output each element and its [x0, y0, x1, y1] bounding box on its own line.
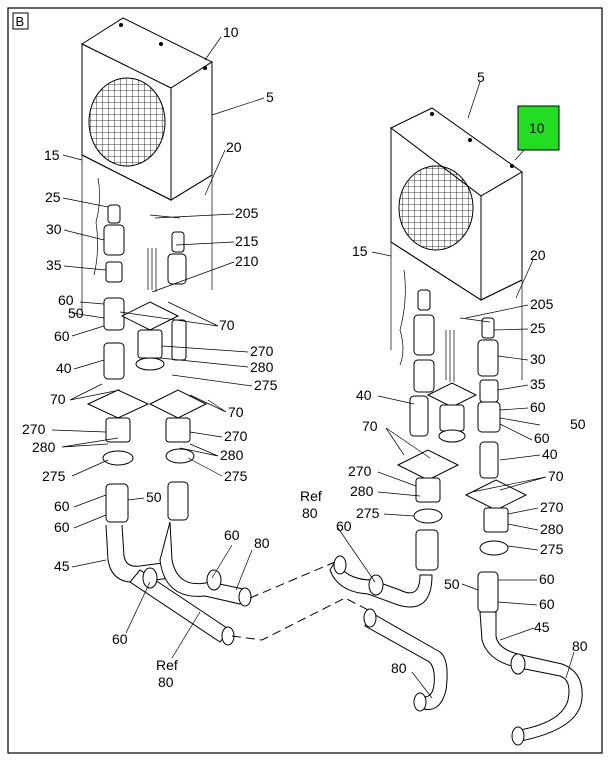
left-callout-280-c: 280 — [220, 447, 244, 463]
right-callout-80-a: 80 — [391, 660, 407, 676]
right-callout-60-d: 60 — [539, 571, 555, 587]
left-callout-280-b: 280 — [32, 439, 56, 455]
left-callout-70-c: 70 — [228, 404, 244, 420]
left-callout-20: 20 — [226, 139, 242, 155]
right-callout-10: 10 — [529, 120, 545, 136]
left-callout-ref: Ref — [156, 657, 178, 673]
highlight-box — [517, 105, 560, 151]
right-callout-30: 30 — [530, 351, 546, 367]
left-callout-60-d: 60 — [54, 519, 70, 535]
frame-tag: B — [12, 12, 29, 30]
right-callout-45: 45 — [534, 619, 550, 635]
right-callout-70-b: 70 — [548, 468, 564, 484]
right-callout-275-b: 275 — [540, 541, 564, 557]
left-callout-25: 25 — [45, 189, 61, 205]
right-callout-5: 5 — [477, 69, 485, 85]
left-callout-30: 30 — [46, 221, 62, 237]
left-fittings-column-a — [86, 204, 150, 523]
right-callout-20: 20 — [530, 247, 546, 263]
left-callout-205: 205 — [235, 205, 259, 221]
left-callout-60-b: 60 — [54, 328, 70, 344]
left-assembly: 10 5 15 20 25 30 205 215 35 210 60 50 60… — [22, 17, 373, 690]
right-callout-50-b: 50 — [444, 576, 460, 592]
right-callout-205: 205 — [530, 296, 554, 312]
left-callout-45: 45 — [54, 558, 70, 574]
right-callout-25: 25 — [530, 320, 546, 336]
right-callout-60-a: 60 — [530, 399, 546, 415]
left-callout-270-a: 270 — [250, 343, 274, 359]
left-leaders — [51, 36, 265, 659]
right-callout-280-a: 280 — [350, 483, 374, 499]
right-assembly: 5 10 15 20 205 25 30 40 35 60 70 60 50 4… — [300, 69, 588, 746]
left-callout-70-a: 70 — [219, 317, 235, 333]
left-callout-270-c: 270 — [224, 428, 248, 444]
right-callout-40-b: 40 — [542, 446, 558, 462]
right-fan-housing — [390, 107, 523, 380]
left-wiring — [147, 214, 181, 292]
left-hoses — [105, 521, 252, 646]
right-fittings-column-a — [396, 289, 478, 571]
left-callout-60-c: 60 — [54, 498, 70, 514]
left-callout-210: 210 — [235, 253, 259, 269]
left-callout-5: 5 — [266, 89, 274, 105]
left-callout-35: 35 — [46, 257, 62, 273]
left-callout-215: 215 — [235, 233, 259, 249]
right-callout-80-ref: 80 — [302, 505, 318, 521]
left-callout-50-a: 50 — [68, 305, 84, 321]
right-callouts: 5 10 15 20 205 25 30 40 35 60 70 60 50 4… — [300, 69, 588, 676]
left-callout-275-b: 275 — [42, 468, 66, 484]
right-callout-270-a: 270 — [348, 463, 372, 479]
right-callout-60-c: 60 — [336, 518, 352, 534]
right-callout-275-a: 275 — [356, 505, 380, 521]
left-callout-275-a: 275 — [254, 377, 278, 393]
left-callout-15: 15 — [44, 147, 60, 163]
left-callout-70-b: 70 — [50, 391, 66, 407]
left-connector-dash-1 — [249, 561, 336, 599]
right-callout-280-b: 280 — [540, 521, 564, 537]
left-callout-60-a: 60 — [58, 292, 74, 308]
left-fan-housing — [80, 17, 214, 310]
right-callout-60-e: 60 — [539, 596, 555, 612]
left-callouts: 10 5 15 20 25 30 205 215 35 210 60 50 60… — [22, 24, 278, 690]
right-callout-60-b: 60 — [534, 430, 550, 446]
right-callout-70-a: 70 — [362, 418, 378, 434]
right-hoses — [329, 555, 583, 746]
left-callout-275-c: 275 — [224, 468, 248, 484]
right-callout-40: 40 — [356, 387, 372, 403]
left-callout-270-b: 270 — [22, 421, 46, 437]
right-wiring — [445, 317, 491, 382]
right-fittings-column-b — [464, 317, 528, 613]
right-callout-80-b: 80 — [572, 638, 588, 654]
svg-text:B: B — [16, 14, 25, 29]
left-callout-80-a: 80 — [254, 535, 270, 551]
diagram-frame — [7, 7, 603, 754]
left-callout-60-e: 60 — [224, 527, 240, 543]
left-callout-80-ref: 80 — [158, 674, 174, 690]
right-callout-50-a: 50 — [570, 416, 586, 432]
left-fittings-column-b — [120, 231, 208, 521]
left-callout-280-a: 280 — [250, 359, 274, 375]
left-callout-60-f: 60 — [112, 631, 128, 647]
right-callout-35: 35 — [530, 376, 546, 392]
left-callout-40: 40 — [56, 360, 72, 376]
right-callout-ref: Ref — [300, 488, 322, 504]
left-connector-dash-2 — [231, 597, 373, 641]
left-callout-50-b: 50 — [146, 489, 162, 505]
right-callout-270-b: 270 — [540, 499, 564, 515]
right-callout-15: 15 — [352, 243, 368, 259]
left-callout-10: 10 — [223, 24, 239, 40]
